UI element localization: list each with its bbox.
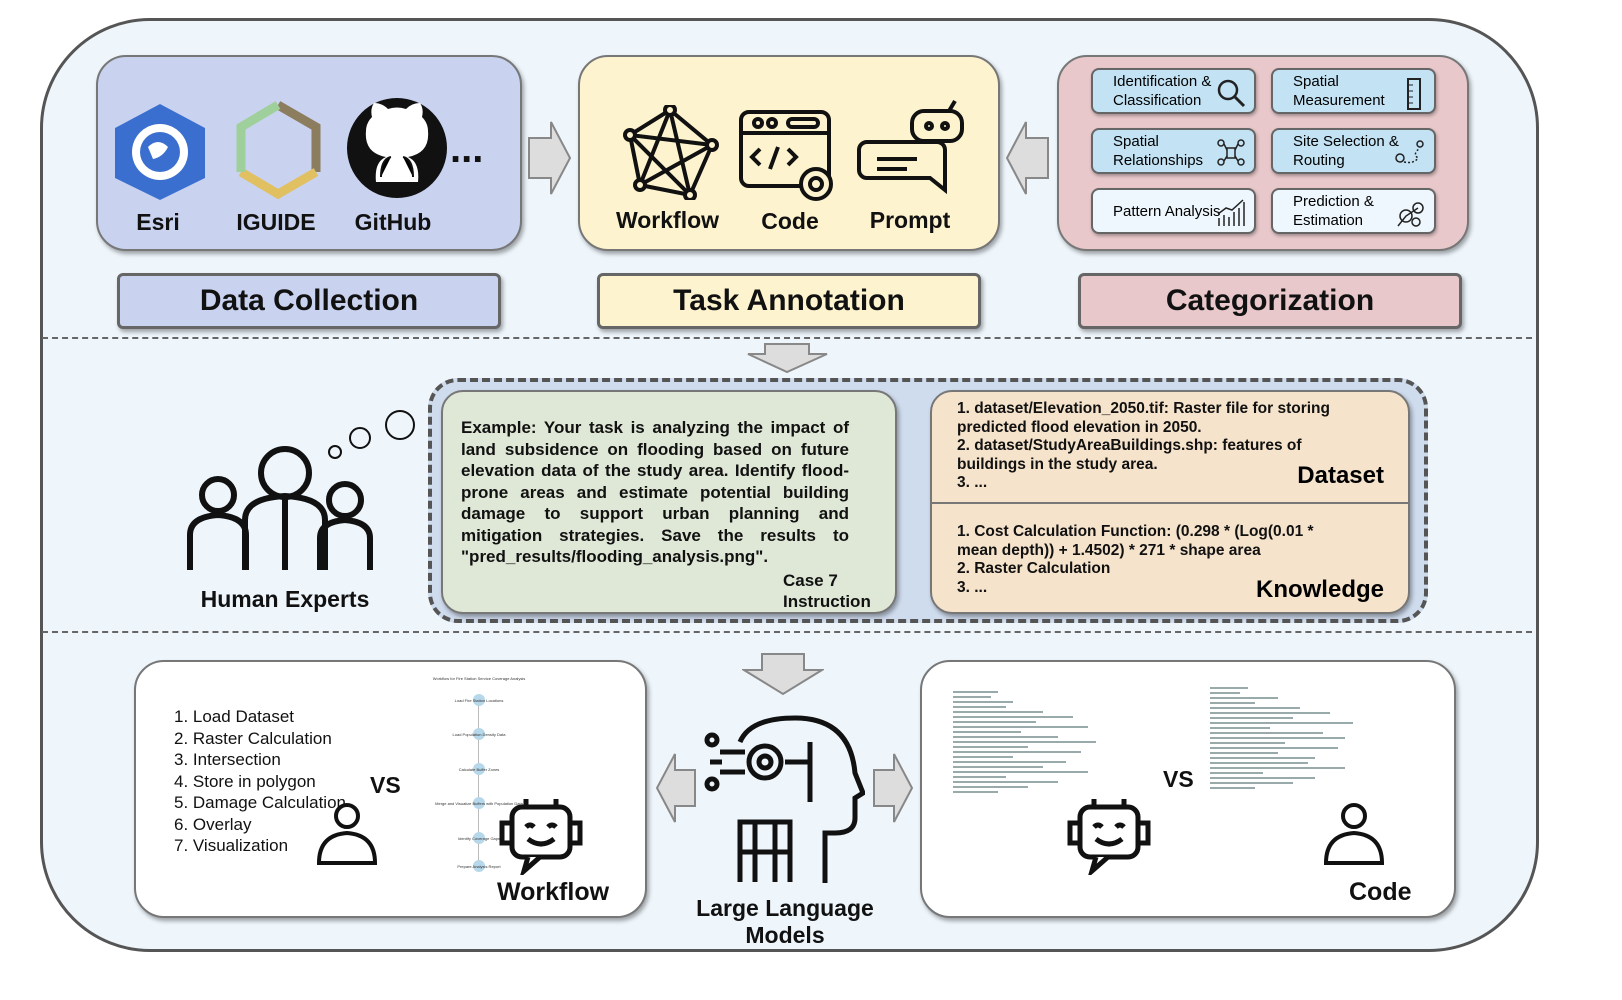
github-logo-icon <box>347 98 447 198</box>
workflow-node-label: Calculate Buffer Zones <box>458 767 500 772</box>
category-identification-classification: Identification & Classification <box>1091 68 1256 114</box>
down-arrow-icon <box>742 653 824 696</box>
code-thumbnail-human <box>1210 684 1360 792</box>
workflow-node-label: Identify Coverage Gaps <box>457 836 501 841</box>
esri-logo-icon <box>115 104 205 200</box>
iguide-logo-icon <box>236 101 321 200</box>
left-arrow-icon <box>1005 121 1049 195</box>
divider <box>42 337 1532 339</box>
data-collection-panel: Esri IGUIDE GitHub ... <box>96 55 522 251</box>
left-arrow-icon <box>655 753 696 823</box>
workflow-node-label: Merge and Visualize Buffers with Populat… <box>435 801 523 806</box>
magnifier-icon <box>1217 79 1246 108</box>
more-ellipsis: ... <box>450 127 484 171</box>
workflow-node-label: Prepare Analysis Report <box>457 864 501 869</box>
category-site-selection-routing: Site Selection & Routing <box>1271 128 1436 174</box>
robot-icon <box>499 799 583 875</box>
knowledge-list: 1. Cost Calculation Function: (0.298 * (… <box>957 523 1357 597</box>
prompt-robot-chat-icon <box>857 99 964 195</box>
human-experts-label: Human Experts <box>200 586 370 612</box>
workflow-step: 6. Overlay <box>174 814 252 834</box>
workflow-label: Workflow <box>615 207 720 233</box>
vs-label: VS <box>1163 766 1194 792</box>
data-collection-label: Data Collection <box>117 273 501 329</box>
knowledge-label: Knowledge <box>1255 576 1384 603</box>
workflow-network-icon <box>623 105 719 200</box>
code-comparison-panel <box>920 660 1456 918</box>
workflow-node <box>473 728 485 740</box>
workflow-steps: 1. Load Dataset 2. Raster Calculation 3.… <box>174 706 346 857</box>
ruler-icon <box>1407 78 1421 110</box>
dataset-item: 2. dataset/StudyAreaBuildings.shp: featu… <box>957 437 1302 473</box>
task-annotation-label: Task Annotation <box>597 273 981 329</box>
knowledge-item: 2. Raster Calculation <box>957 560 1111 577</box>
iguide-label: IGUIDE <box>236 209 316 235</box>
dataset-label: Dataset <box>1297 462 1384 489</box>
instruction-label: Instruction <box>783 592 871 611</box>
workflow-node-label: Load Fire Station Locations <box>454 698 504 703</box>
category-prediction-estimation: Prediction & Estimation <box>1271 188 1436 234</box>
category-spatial-measurement: Spatial Measurement <box>1271 68 1436 114</box>
workflow-thumbnail-title: Workflow for Fire Station Service Covera… <box>432 676 526 681</box>
workflow-thumbnail-edge <box>478 700 479 868</box>
vs-label: VS <box>370 772 401 798</box>
task-annotation-panel: Workflow Code Prompt <box>578 55 1000 251</box>
workflow-node <box>473 797 485 809</box>
dataset-knowledge-panel: 1. dataset/Elevation_2050.tif: Raster fi… <box>930 390 1410 614</box>
workflow-node <box>473 694 485 706</box>
esri-label: Esri <box>136 209 180 235</box>
workflow-step: 1. Load Dataset <box>174 707 295 726</box>
instruction-text: Example: Your task is analyzing the impa… <box>461 418 849 566</box>
dataset-list: 1. dataset/Elevation_2050.tif: Raster fi… <box>957 400 1357 493</box>
prompt-label: Prompt <box>869 207 951 233</box>
divider <box>42 631 1532 633</box>
code-label: Code <box>761 208 819 234</box>
network-pins-icon <box>1217 139 1245 166</box>
human-experts-icon <box>187 410 415 570</box>
route-pins-icon <box>1395 140 1424 164</box>
categorization-label: Categorization <box>1078 273 1462 329</box>
code-output-label: Code <box>1349 878 1412 906</box>
knowledge-item: 1. Cost Calculation Function: (0.298 * (… <box>957 523 1314 559</box>
workflow-step: 7. Visualization <box>174 836 289 855</box>
workflow-comparison-panel <box>134 660 647 918</box>
workflow-step: 5. Damage Calculation <box>174 793 346 812</box>
category-spatial-relationships: Spatial Relationships <box>1091 128 1256 174</box>
code-thumbnail-llm <box>953 688 1103 796</box>
workflow-step: 2. Raster Calculation <box>174 728 332 748</box>
knowledge-item: 3. ... <box>957 578 988 596</box>
gears-chart-icon <box>1397 202 1424 227</box>
workflow-node <box>473 860 485 872</box>
down-arrow-icon <box>747 343 828 374</box>
human-icon <box>316 803 378 865</box>
workflow-step: 4. Store in polygon <box>174 771 316 791</box>
divider <box>932 502 1408 504</box>
workflow-output-label: Workflow <box>497 878 610 906</box>
workflow-step: 3. Intersection <box>174 750 281 769</box>
case-number: Case 7 <box>783 571 838 590</box>
dataset-item: 1. dataset/Elevation_2050.tif: Raster fi… <box>957 400 1330 436</box>
category-pattern-analysis: Pattern Analysis <box>1091 188 1256 234</box>
workflow-node <box>473 832 485 844</box>
robot-icon <box>1067 799 1151 875</box>
right-arrow-icon <box>528 121 572 195</box>
right-arrow-icon <box>873 753 914 823</box>
code-gear-icon <box>739 110 833 201</box>
dataset-item: 3. ... <box>957 474 988 491</box>
llm-brain-gear-icon <box>704 715 865 883</box>
workflow-node-label: Load Population Density Data <box>452 732 506 737</box>
human-icon <box>1323 803 1385 865</box>
llm-label: Large Language Models <box>696 895 874 948</box>
bar-trend-icon <box>1217 199 1245 226</box>
workflow-node <box>473 763 485 775</box>
github-label: GitHub <box>354 209 432 235</box>
instruction-panel: Example: Your task is analyzing the impa… <box>441 390 897 614</box>
